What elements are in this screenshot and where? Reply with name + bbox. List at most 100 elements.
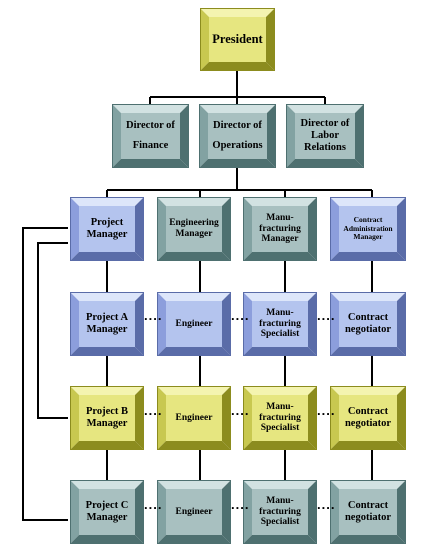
- bevel-bottom: [112, 159, 189, 168]
- bevel-right: [308, 197, 317, 261]
- bevel-top: [243, 292, 317, 301]
- node-project-b-specialist: Manu- fracturing Specialist: [243, 386, 317, 450]
- bevel-top: [70, 197, 144, 206]
- node-project-a-manager: Project A Manager: [70, 292, 144, 356]
- bevel-right: [267, 104, 276, 168]
- bevel-left: [330, 480, 339, 544]
- node-project-c-engineer: Engineer: [157, 480, 231, 544]
- dots-row-b-3: ....: [317, 403, 336, 418]
- bevel-top: [70, 480, 144, 489]
- bevel-left: [157, 386, 166, 450]
- bevel-bottom: [243, 441, 317, 450]
- box-bevel: [70, 480, 144, 544]
- bevel-outline: [330, 480, 406, 544]
- bevel-face: [79, 395, 135, 441]
- bevel-left: [70, 292, 79, 356]
- box-bevel: [330, 197, 406, 261]
- bevel-outline: [157, 197, 231, 261]
- bevel-face: [252, 489, 308, 535]
- bevel-face: [295, 113, 355, 159]
- box-bevel: [200, 8, 275, 71]
- bevel-bottom: [286, 159, 364, 168]
- dots-row-c-2: ....: [231, 497, 250, 512]
- node-president: President: [200, 8, 275, 71]
- bevel-right: [135, 197, 144, 261]
- bevel-right: [222, 292, 231, 356]
- bevel-bottom: [70, 535, 144, 544]
- bevel-right: [266, 8, 275, 71]
- node-contract-admin-manager: Contract Administration Manager: [330, 197, 406, 261]
- bevel-outline: [243, 292, 317, 356]
- box-bevel: [157, 480, 231, 544]
- bevel-top: [112, 104, 189, 113]
- node-project-a-specialist: Manu- fracturing Specialist: [243, 292, 317, 356]
- bevel-right: [308, 386, 317, 450]
- bevel-right: [397, 480, 406, 544]
- bevel-outline: [70, 292, 144, 356]
- bevel-left: [112, 104, 121, 168]
- bevel-outline: [243, 386, 317, 450]
- node-project-a-engineer: Engineer: [157, 292, 231, 356]
- node-project-b-manager: Project B Manager: [70, 386, 144, 450]
- connector-bracket-outer: [22, 227, 68, 521]
- bevel-outline: [243, 480, 317, 544]
- node-project-manager: Project Manager: [70, 197, 144, 261]
- bevel-face: [339, 489, 397, 535]
- bevel-left: [157, 480, 166, 544]
- bevel-top: [70, 386, 144, 395]
- bevel-top: [330, 480, 406, 489]
- bevel-top: [330, 197, 406, 206]
- bevel-top: [330, 292, 406, 301]
- bevel-left: [330, 386, 339, 450]
- bevel-left: [243, 292, 252, 356]
- bevel-bottom: [330, 535, 406, 544]
- bevel-top: [200, 8, 275, 17]
- bevel-bottom: [70, 347, 144, 356]
- bevel-outline: [112, 104, 189, 168]
- box-bevel: [243, 386, 317, 450]
- bevel-left: [243, 386, 252, 450]
- bevel-outline: [330, 292, 406, 356]
- bevel-bottom: [70, 252, 144, 261]
- bevel-outline: [70, 197, 144, 261]
- box-bevel: [330, 292, 406, 356]
- bevel-bottom: [243, 535, 317, 544]
- node-project-b-engineer: Engineer: [157, 386, 231, 450]
- box-bevel: [112, 104, 189, 168]
- node-project-c-manager: Project C Manager: [70, 480, 144, 544]
- box-bevel: [243, 292, 317, 356]
- bevel-face: [166, 395, 222, 441]
- bevel-outline: [330, 386, 406, 450]
- box-bevel: [199, 104, 276, 168]
- bevel-outline: [200, 8, 275, 71]
- bevel-outline: [243, 197, 317, 261]
- bevel-face: [79, 489, 135, 535]
- bevel-bottom: [157, 347, 231, 356]
- bevel-top: [157, 480, 231, 489]
- bevel-right: [222, 386, 231, 450]
- bevel-bottom: [330, 441, 406, 450]
- bevel-bottom: [157, 441, 231, 450]
- bevel-right: [308, 292, 317, 356]
- bevel-face: [166, 206, 222, 252]
- bevel-right: [397, 197, 406, 261]
- bevel-top: [243, 386, 317, 395]
- bevel-top: [286, 104, 364, 113]
- bevel-face: [339, 206, 397, 252]
- bevel-bottom: [200, 62, 275, 71]
- connector-bracket-inner: [37, 242, 68, 419]
- bevel-left: [70, 386, 79, 450]
- bevel-top: [157, 292, 231, 301]
- bevel-top: [157, 386, 231, 395]
- bevel-face: [208, 113, 267, 159]
- bevel-outline: [157, 386, 231, 450]
- bevel-top: [199, 104, 276, 113]
- node-director-finance: Director of Finance: [112, 104, 189, 168]
- bevel-outline: [70, 480, 144, 544]
- bevel-face: [252, 206, 308, 252]
- bevel-face: [252, 395, 308, 441]
- bevel-face: [339, 301, 397, 347]
- node-director-operations: Director of Operations: [199, 104, 276, 168]
- bevel-left: [70, 197, 79, 261]
- bevel-outline: [286, 104, 364, 168]
